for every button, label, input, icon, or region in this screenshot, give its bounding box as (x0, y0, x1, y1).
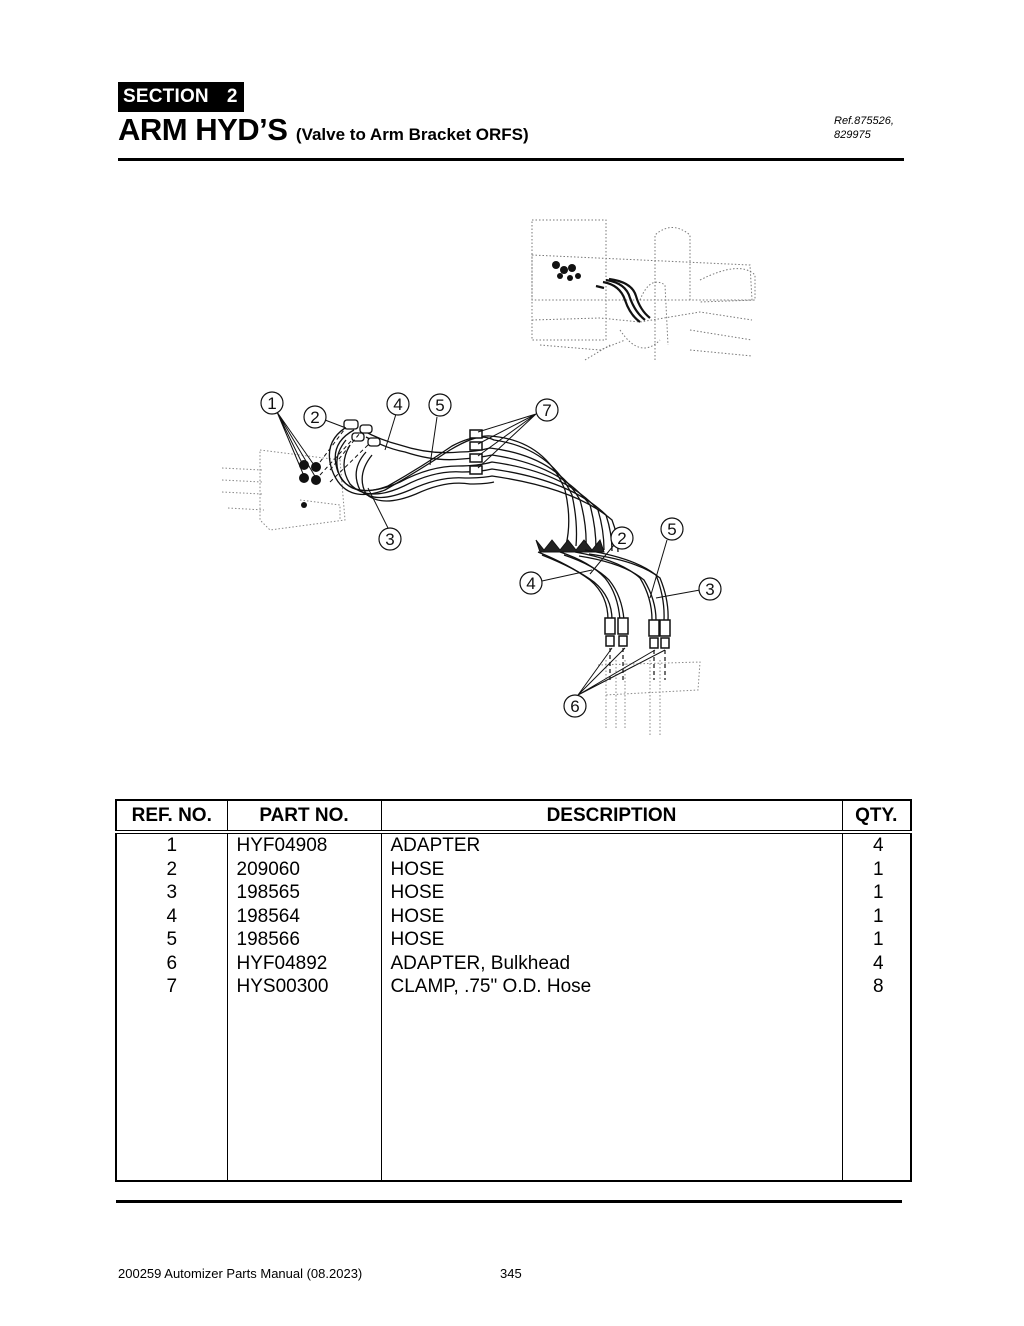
description-cell: ADAPTER, Bulkhead (380, 951, 842, 975)
callout-6: 6 (570, 697, 579, 716)
description-cell: HOSE (380, 857, 842, 881)
section-number: 2 (226, 86, 238, 107)
callouts (260, 391, 722, 718)
part-cell: 209060 (226, 857, 381, 881)
leader-lines (276, 411, 701, 696)
ref-cell: 7 (115, 975, 227, 999)
qty-cell: 1 (841, 857, 911, 881)
clamp-group-lower (535, 538, 605, 553)
hose-fittings-top (343, 419, 381, 447)
footer-divider (116, 1200, 902, 1203)
callout-4-lower: 4 (526, 574, 535, 593)
qty-cell: 8 (841, 975, 911, 999)
reference-line-1: Ref.875526, (834, 115, 894, 127)
column-header-description: DESCRIPTION (380, 800, 842, 834)
callout-3: 3 (385, 530, 394, 549)
callout-5-lower: 5 (667, 520, 676, 539)
table-row: 6 HYF04892 ADAPTER, Bulkhead 4 (115, 951, 911, 975)
title-main: ARM HYD’S (118, 112, 288, 147)
table-row: 5 198566 HOSE 1 (115, 928, 911, 952)
section-label: SECTION (123, 86, 209, 107)
dashed-connections (319, 429, 369, 483)
qty-cell: 4 (841, 951, 911, 975)
ref-cell: 5 (115, 928, 227, 952)
table-filler-row (115, 998, 911, 1181)
parts-diagram: 1 2 4 5 7 3 2 5 4 3 6 (221, 219, 756, 735)
part-cell: HYS00300 (226, 975, 381, 999)
table-row: 4 198564 HOSE 1 (115, 904, 911, 928)
part-cell: 198566 (226, 928, 381, 952)
arm-bracket (597, 660, 701, 735)
part-cell: HYF04892 (226, 951, 381, 975)
section-badge: SECTION 2 (118, 82, 244, 112)
column-header-part: PART NO. (226, 800, 381, 834)
part-cell: HYF04908 (226, 832, 381, 858)
description-cell: ADAPTER (380, 832, 842, 858)
reference-numbers: Ref.875526, 829975 (834, 114, 894, 142)
callout-labels: 1 2 4 5 7 3 2 5 4 3 6 (267, 394, 714, 716)
table-header-row: REF. NO. PART NO. DESCRIPTION QTY. (115, 800, 911, 834)
page-title: ARM HYD’S (Valve to Arm Bracket ORFS) (118, 112, 529, 148)
callout-2: 2 (310, 408, 319, 427)
table-row: 2 209060 HOSE 1 (115, 857, 911, 881)
table-row: 7 HYS00300 CLAMP, .75" O.D. Hose 8 (115, 975, 911, 999)
qty-cell: 1 (841, 928, 911, 952)
footer-manual-title: 200259 Automizer Parts Manual (08.2023) (118, 1266, 363, 1281)
machine-overview-inset (531, 219, 756, 361)
callout-4: 4 (393, 395, 402, 414)
header-divider (118, 158, 904, 161)
description-cell: HOSE (380, 881, 842, 905)
column-header-qty: QTY. (841, 800, 911, 834)
callout-2-lower: 2 (617, 529, 626, 548)
table-row: 3 198565 HOSE 1 (115, 881, 911, 905)
description-cell: CLAMP, .75" O.D. Hose (380, 975, 842, 999)
ref-cell: 2 (115, 857, 227, 881)
qty-cell: 4 (841, 832, 911, 858)
callout-3-lower: 3 (705, 580, 714, 599)
qty-cell: 1 (841, 904, 911, 928)
machine-inset-hoses (595, 277, 651, 323)
machine-inset-valve (552, 261, 581, 281)
qty-cell: 1 (841, 881, 911, 905)
bulkhead-dashes (609, 648, 666, 680)
control-valve-block (221, 449, 346, 531)
ref-cell: 6 (115, 951, 227, 975)
callout-5: 5 (435, 396, 444, 415)
bulkhead-fittings (604, 617, 671, 649)
description-cell: HOSE (380, 904, 842, 928)
page-number: 345 (500, 1266, 522, 1281)
lower-hoses (537, 549, 669, 621)
ref-cell: 4 (115, 904, 227, 928)
callout-1: 1 (267, 394, 276, 413)
description-cell: HOSE (380, 928, 842, 952)
ref-cell: 3 (115, 881, 227, 905)
reference-line-2: 829975 (834, 129, 871, 141)
parts-table: REF. NO. PART NO. DESCRIPTION QTY. 1 HYF… (115, 799, 912, 1182)
callout-7: 7 (542, 401, 551, 420)
title-subtitle: (Valve to Arm Bracket ORFS) (295, 125, 529, 144)
hose-bundle (328, 424, 619, 553)
part-cell: 198565 (226, 881, 381, 905)
clamp-group-upper (469, 429, 483, 475)
ref-cell: 1 (115, 832, 227, 858)
part-cell: 198564 (226, 904, 381, 928)
table-row: 1 HYF04908 ADAPTER 4 (115, 832, 911, 858)
column-header-ref: REF. NO. (115, 800, 227, 834)
